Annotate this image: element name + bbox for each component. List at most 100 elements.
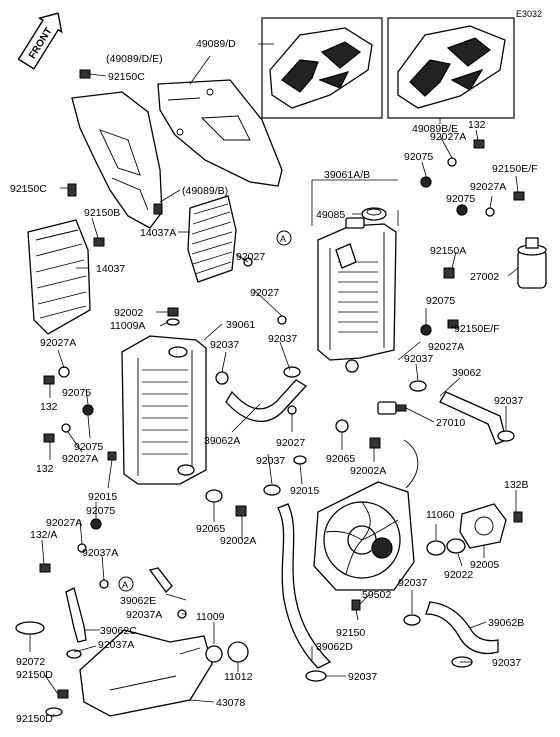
hose-39062c	[65, 587, 87, 643]
label-39062a: 39062A	[204, 435, 240, 447]
label-39062c: 39062C	[100, 625, 137, 637]
label-92075-4: 92075	[62, 387, 91, 399]
label-92027: 92027	[236, 251, 265, 263]
pump-cover-92005	[459, 503, 507, 549]
label-11060: 11060	[426, 509, 455, 521]
engine-cover-43078	[79, 629, 249, 717]
radiator-cap-49085	[361, 207, 387, 221]
oring-11060	[426, 540, 446, 556]
label-14037: 14037	[96, 263, 125, 275]
diagram-code: E3032	[516, 9, 542, 19]
label-92037-3: 92037	[404, 353, 433, 365]
label-92150ef-2: 92150E/F	[454, 323, 500, 335]
label-39061: 39061	[226, 319, 255, 331]
label-27010: 27010	[436, 417, 465, 429]
label-92027a-5: 92027A	[62, 453, 98, 465]
label-92037-5: 92037	[256, 455, 285, 467]
label-92075-2: 92075	[446, 193, 475, 205]
label-49089-be: 49089B/E	[412, 123, 458, 135]
drain-bolt-92002	[166, 307, 180, 326]
label-92037a-3: 92037A	[98, 639, 134, 651]
shroud-decal-right	[397, 25, 506, 109]
label-92150: 92150	[336, 627, 365, 639]
fasteners	[39, 69, 525, 717]
label-49089-de: (49089/D/E)	[106, 53, 163, 65]
label-92037a: 92037A	[82, 547, 118, 559]
label-11012: 11012	[224, 671, 253, 683]
label-59502: 59502	[362, 589, 391, 601]
label-39062: 39062	[452, 367, 481, 379]
clamp-92072	[15, 621, 45, 635]
label-132b: 132B	[504, 479, 529, 491]
label-92002a: 92002A	[350, 465, 386, 477]
part-labels: 49089/D (49089/D/E) 92150C 49089B/E 9202…	[10, 38, 538, 725]
label-92027a-6: 92027A	[46, 517, 82, 529]
label-132a: 132/A	[30, 529, 57, 541]
label-92037a-2: 92037A	[126, 609, 162, 621]
label-92150c-left: 92150C	[10, 183, 47, 195]
oring-92022	[446, 538, 466, 554]
radiator-louver-14037	[27, 219, 91, 335]
label-92002: 92002	[114, 307, 143, 319]
shroud-decal-left	[269, 27, 373, 109]
label-92037: 92037	[210, 339, 239, 351]
label-43078: 43078	[216, 697, 245, 709]
temp-sensor-27010	[377, 401, 407, 415]
label-92150ef: 92150E/F	[492, 163, 538, 175]
label-132-3: 132	[36, 463, 54, 475]
label-92150d-2: 92150D	[16, 713, 53, 725]
label-92075: 92075	[404, 151, 433, 163]
hose-39062	[439, 391, 507, 445]
label-92002a-2: 92002A	[220, 535, 256, 547]
label-92027a-2: 92027A	[470, 181, 506, 193]
callout-a-lower: A	[118, 576, 134, 592]
label-39062b: 39062B	[488, 617, 524, 629]
leader-lines	[29, 55, 519, 717]
radiator-left-39061	[121, 335, 207, 485]
label-92022: 92022	[444, 569, 473, 581]
label-92075-5: 92075	[74, 441, 103, 453]
label-27002: 27002	[470, 271, 499, 283]
radiator-louver-14037a	[187, 195, 237, 283]
label-92150b: 92150B	[84, 207, 120, 219]
hose-39062b	[425, 601, 499, 655]
label-92037-4: 92037	[494, 395, 523, 407]
label-49085: 49085	[316, 209, 345, 221]
label-92037-6: 92037	[398, 577, 427, 589]
label-92027-3: 92027	[276, 437, 305, 449]
reserve-tank-27002	[517, 237, 547, 289]
label-92065: 92065	[326, 453, 355, 465]
radiator-shroud-outer	[157, 79, 283, 187]
label-92150d: 92150D	[16, 669, 53, 681]
label-92015-2: 92015	[290, 485, 319, 497]
label-11009: 11009	[196, 611, 225, 623]
label-92065-2: 92065	[196, 523, 225, 535]
label-92072: 92072	[16, 656, 45, 668]
cooling-fan-59502	[313, 439, 419, 591]
label-92075-3: 92075	[426, 295, 455, 307]
hose-39062a	[225, 379, 308, 422]
svg-text:A: A	[280, 234, 286, 244]
label-92027-2: 92027	[250, 287, 279, 299]
label-132: 132	[468, 119, 486, 131]
label-92027a-4: 92027A	[40, 337, 76, 349]
label-92075-6: 92075	[86, 505, 115, 517]
hose-39062e	[148, 567, 173, 593]
label-39062e: 39062E	[120, 595, 156, 607]
label-92037-7: 92037	[492, 657, 521, 669]
label-39062d: 39062D	[316, 641, 353, 653]
svg-text:A: A	[122, 580, 128, 590]
front-arrow-badge: FRONT	[17, 12, 63, 70]
label-92005: 92005	[470, 559, 499, 571]
label-11009a: 11009A	[110, 320, 145, 332]
label-92150c: 92150C	[108, 71, 145, 83]
label-92015: 92015	[88, 491, 117, 503]
label-49089-d: 49089/D	[196, 38, 236, 50]
label-92027a-3: 92027A	[428, 341, 464, 353]
label-49089-b: (49089/B)	[182, 185, 228, 197]
label-39061ab: 39061A/B	[324, 169, 370, 181]
label-92037-2: 92037	[268, 333, 297, 345]
label-92037-8: 92037	[348, 671, 377, 683]
label-92027a: 92027A	[430, 131, 466, 143]
